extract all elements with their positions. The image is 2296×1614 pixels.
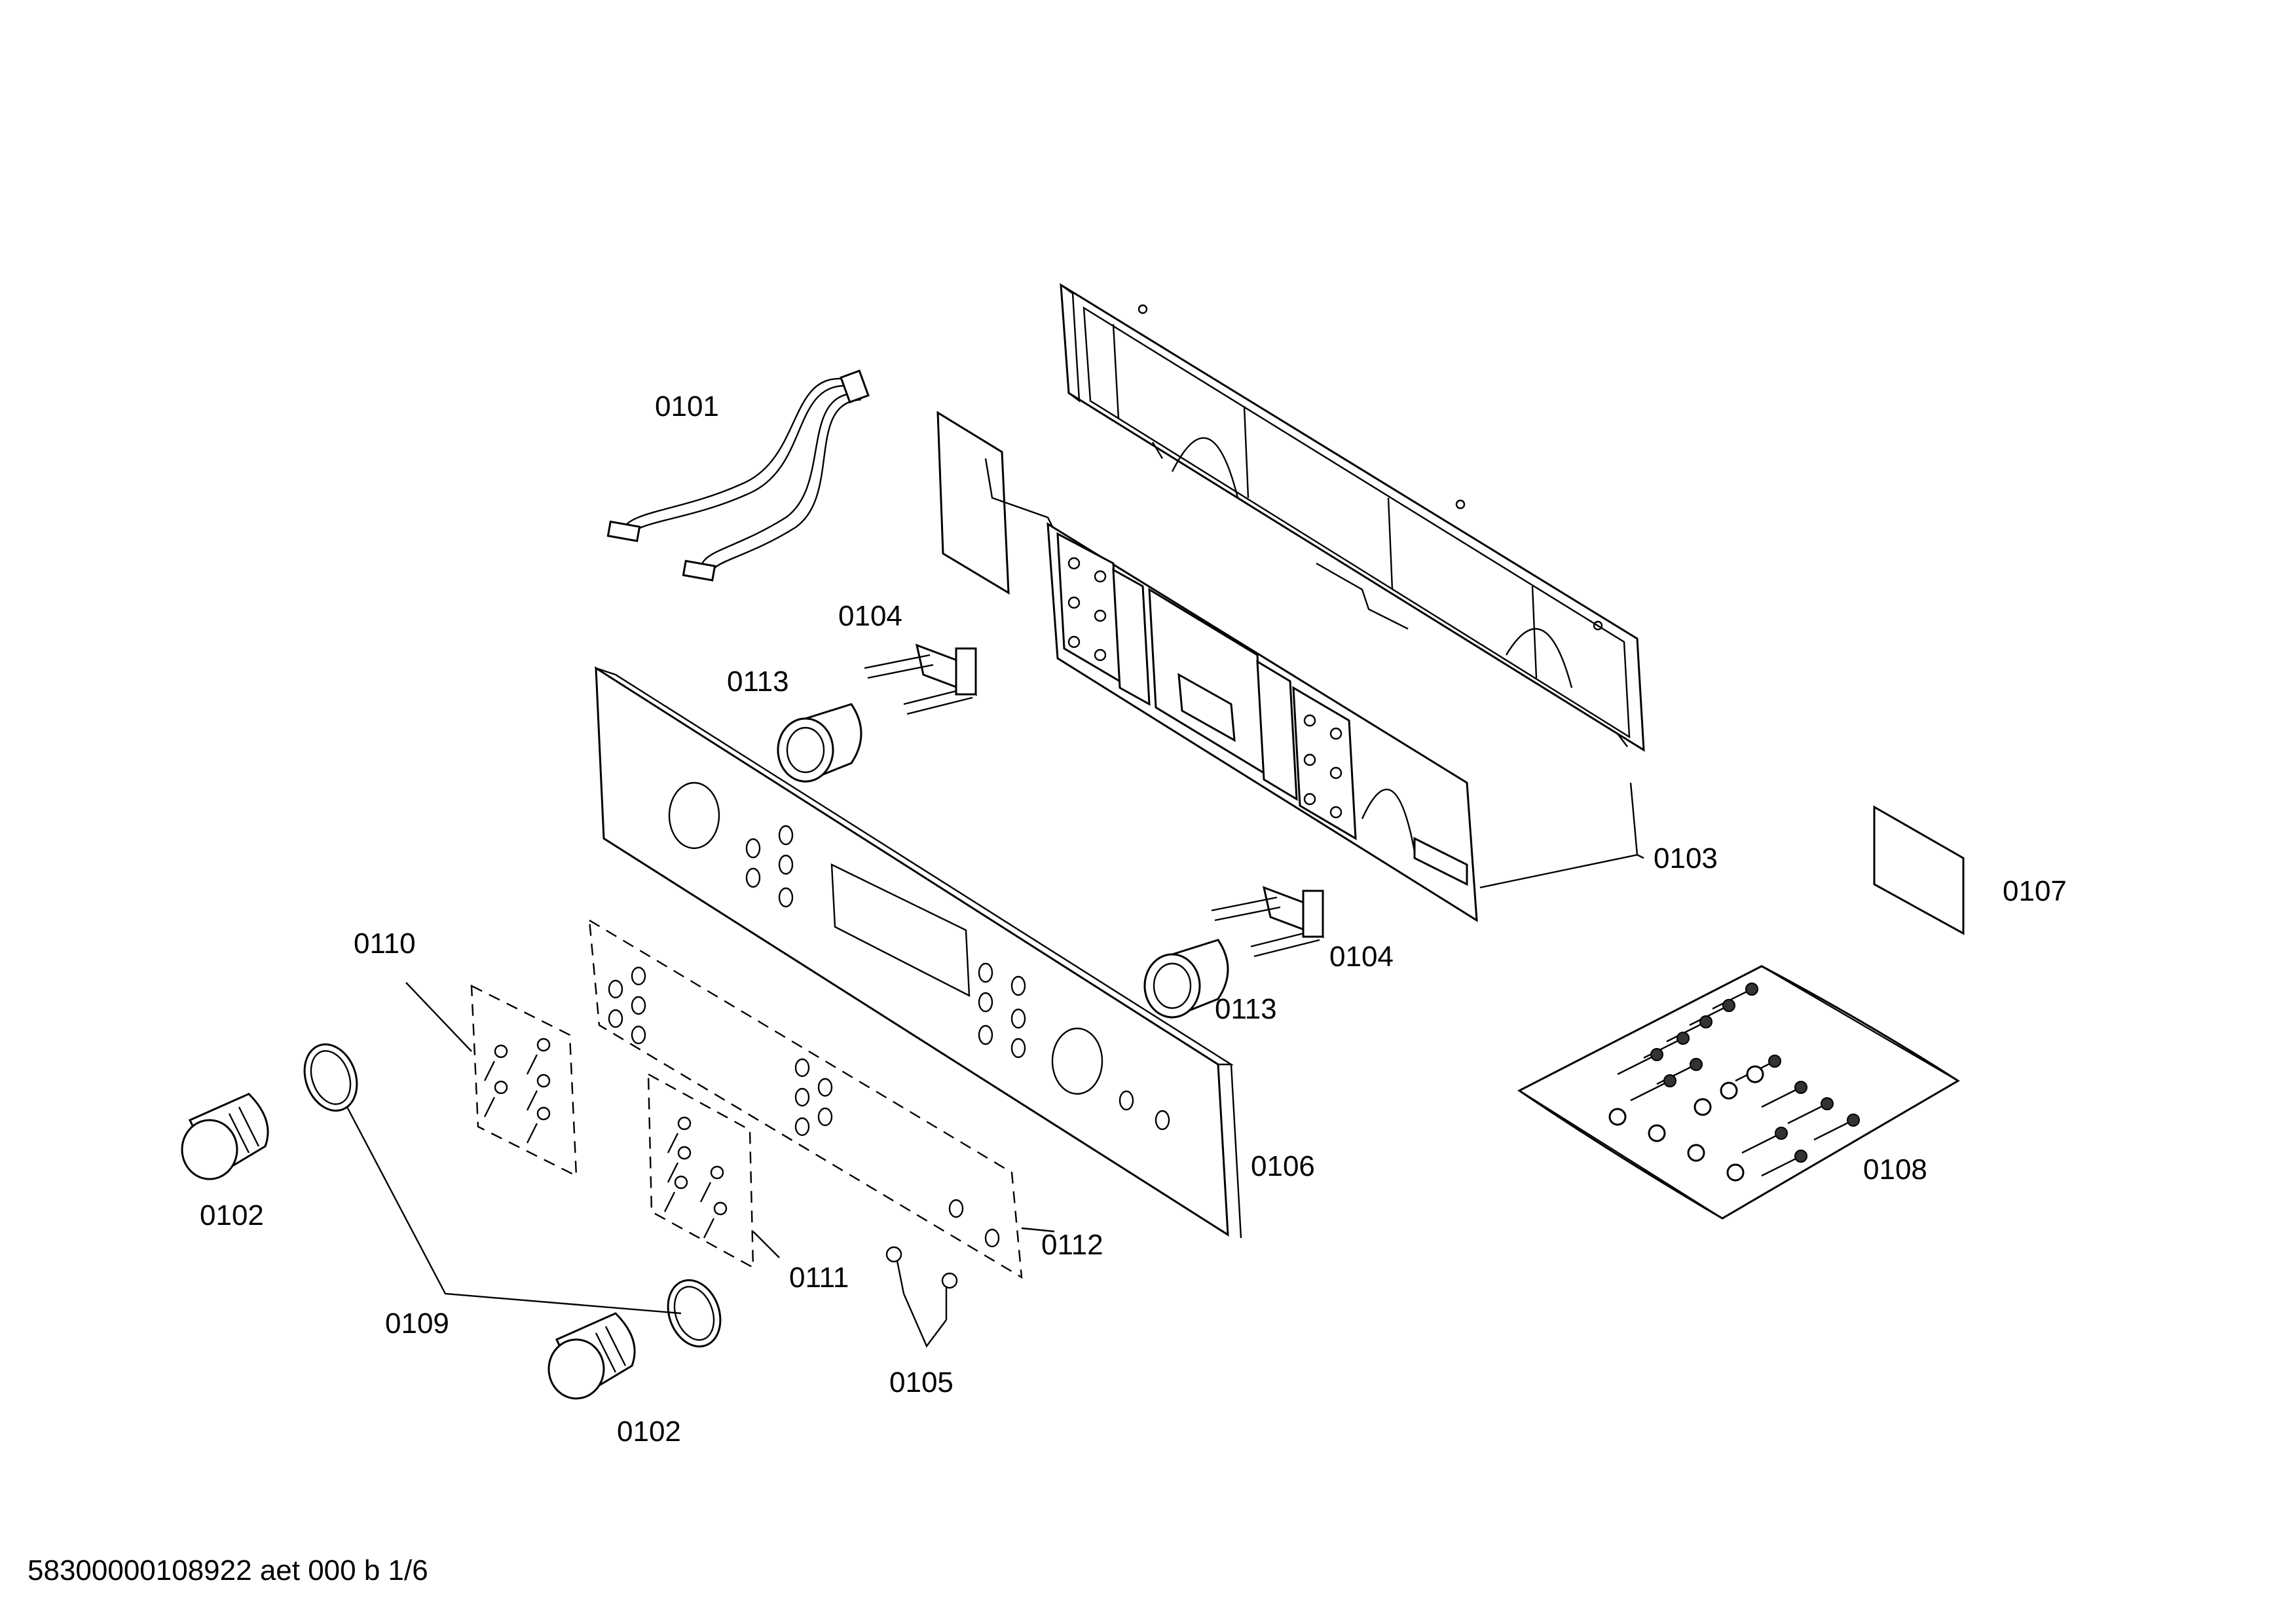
drawing-reference: 58300000108922 aet 000 b 1/6 (28, 1554, 428, 1586)
part-label-0107: 0107 (2003, 875, 2067, 907)
part-label-0109: 0109 (385, 1307, 449, 1340)
switch-upper (864, 643, 978, 715)
knob-upper (181, 1093, 269, 1180)
leader-0103-b (1637, 854, 1644, 859)
pcb-board (936, 411, 1478, 922)
leader-0110 (405, 982, 472, 1052)
screw-bag (1517, 965, 1960, 1220)
push-pins (885, 1246, 958, 1320)
front-control-panel (595, 666, 1242, 1239)
ring-upper (303, 1043, 358, 1112)
part-label-0110: 0110 (354, 928, 416, 960)
part-label-0108: 0108 (1863, 1154, 1927, 1186)
part-label-0105: 0105 (889, 1366, 954, 1398)
part-label-0101: 0101 (655, 390, 719, 422)
ring-lower (667, 1279, 722, 1348)
leader-0112 (1021, 1227, 1055, 1233)
leader-0103 (1479, 782, 1639, 889)
leader-0109 (346, 1106, 682, 1315)
part-label-0104-upper: 0104 (838, 600, 902, 632)
part-label-0102-upper: 0102 (200, 1199, 264, 1231)
part-label-0111: 0111 (789, 1262, 849, 1294)
screws (1608, 983, 1860, 1182)
knob-sleeve-lower (1143, 939, 1229, 1019)
part-label-0103: 0103 (1654, 842, 1718, 874)
part-label-0104-lower: 0104 (1329, 941, 1394, 973)
part-label-0112: 0112 (1041, 1229, 1103, 1261)
rear-housing-frame (1060, 283, 1645, 752)
knob-sleeve-upper (777, 703, 862, 783)
button-overlay-left (470, 985, 578, 1177)
leader-0111 (752, 1231, 780, 1258)
part-label-0106: 0106 (1251, 1150, 1315, 1182)
part-label-0102-lower: 0102 (617, 1416, 681, 1448)
button-overlay-center (647, 1072, 754, 1269)
button-overlay-top (588, 918, 1023, 1279)
knob-lower (547, 1312, 636, 1400)
leader-0105 (902, 1293, 947, 1348)
cable-harness (606, 369, 870, 582)
part-label-0113-upper: 0113 (727, 666, 789, 698)
switch-lower (1211, 886, 1325, 958)
label-sheet (1873, 805, 1965, 935)
part-label-0113-lower: 0113 (1215, 993, 1277, 1025)
